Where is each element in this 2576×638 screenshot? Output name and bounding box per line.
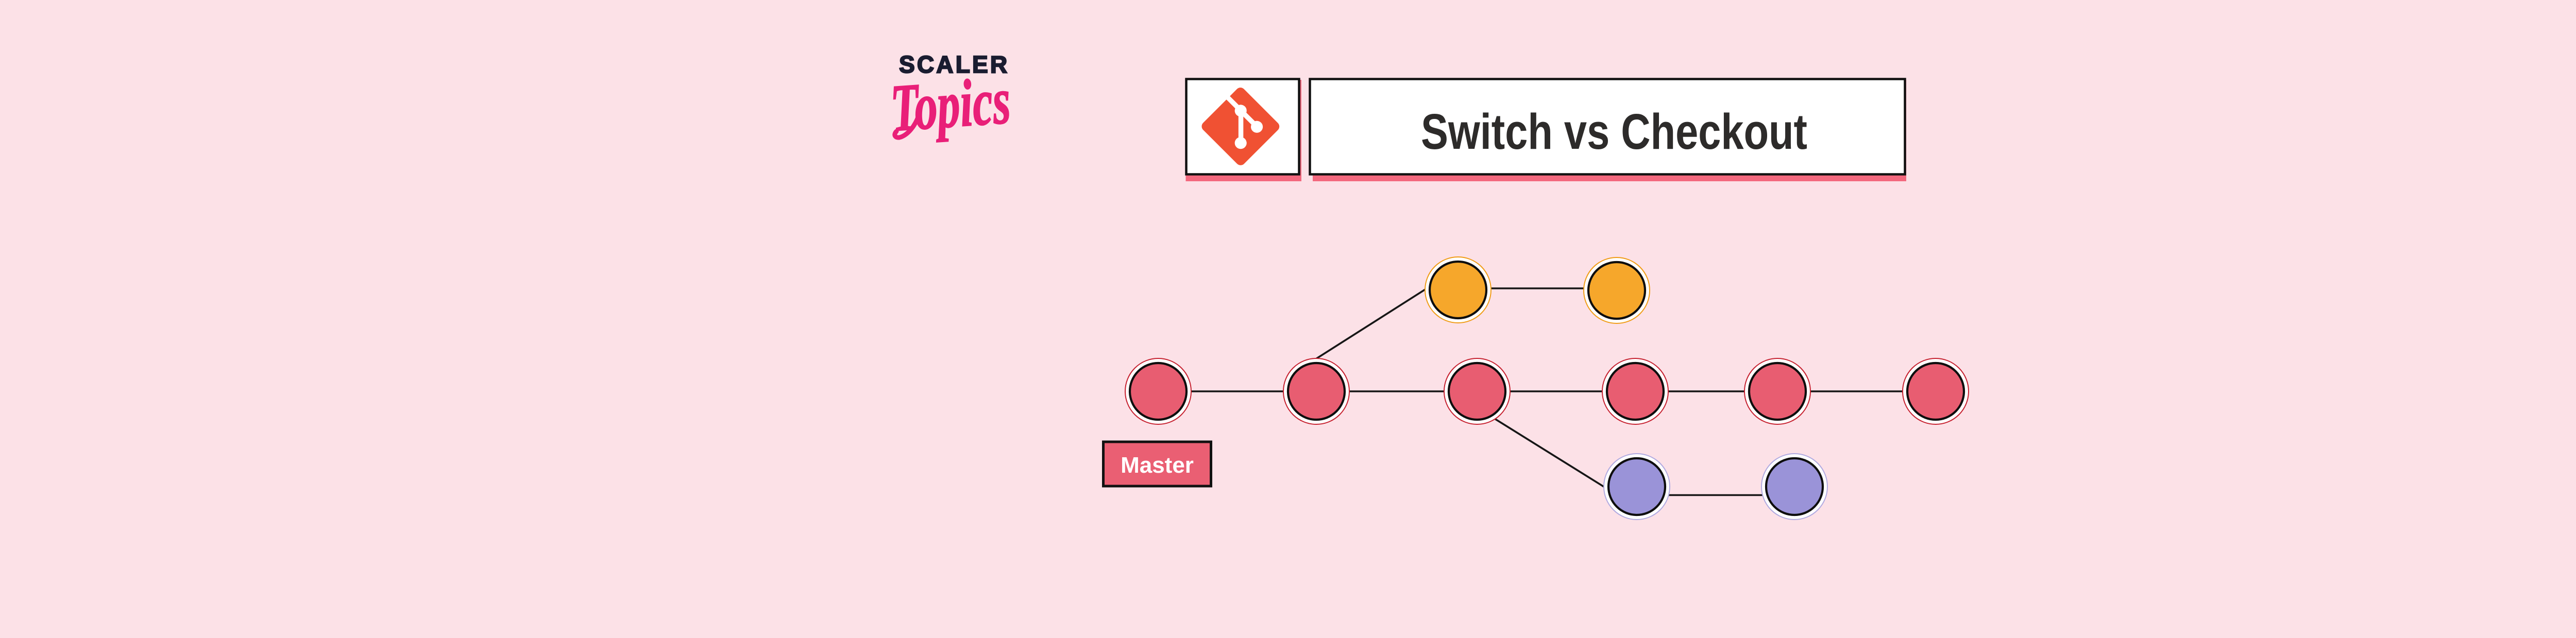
svg-text:SCALER: SCALER xyxy=(899,51,1009,78)
svg-text:Switch vs Checkout: Switch vs Checkout xyxy=(1421,104,1807,160)
svg-text:Topics: Topics xyxy=(888,63,1012,146)
svg-text:Master: Master xyxy=(1121,453,1194,478)
